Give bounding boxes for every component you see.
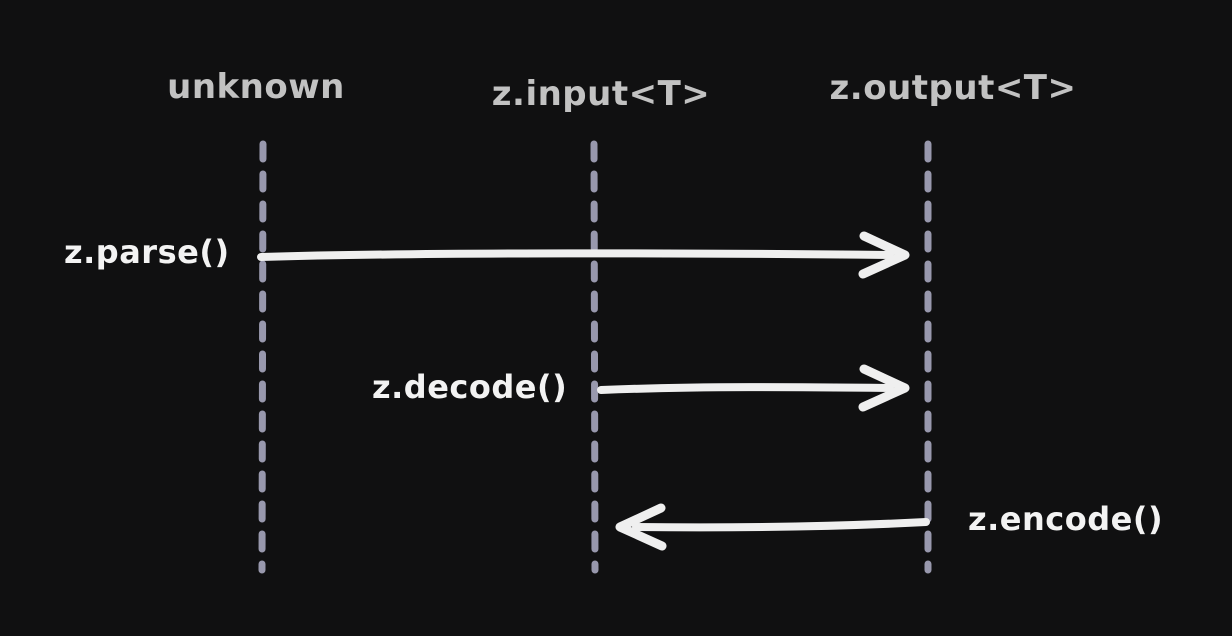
- message-encode-arrowhead: [615, 503, 667, 551]
- lifeline-input-dash: [590, 140, 599, 574]
- message-parse-arrow: [257, 231, 910, 279]
- lifeline-title-unknown: unknown: [167, 67, 345, 107]
- lifeline-title-input: z.input<T>: [491, 74, 711, 114]
- lifeline-unknown-dash: [258, 140, 267, 574]
- lifeline-title-output: z.output<T>: [829, 68, 1077, 108]
- message-decode-label: z.decode(): [372, 368, 568, 406]
- message-encode-arrow-shaft: [632, 518, 930, 532]
- message-decode-arrowhead: [858, 364, 910, 412]
- message-parse-arrow-shaft: [257, 249, 894, 261]
- message-encode-arrow: [615, 503, 930, 551]
- message-decode-arrow-shaft: [597, 383, 894, 394]
- message-parse-label: z.parse(): [64, 233, 230, 271]
- message-parse-arrowhead: [858, 231, 910, 279]
- message-decode-arrow: [597, 364, 910, 412]
- message-encode-label: z.encode(): [968, 500, 1164, 538]
